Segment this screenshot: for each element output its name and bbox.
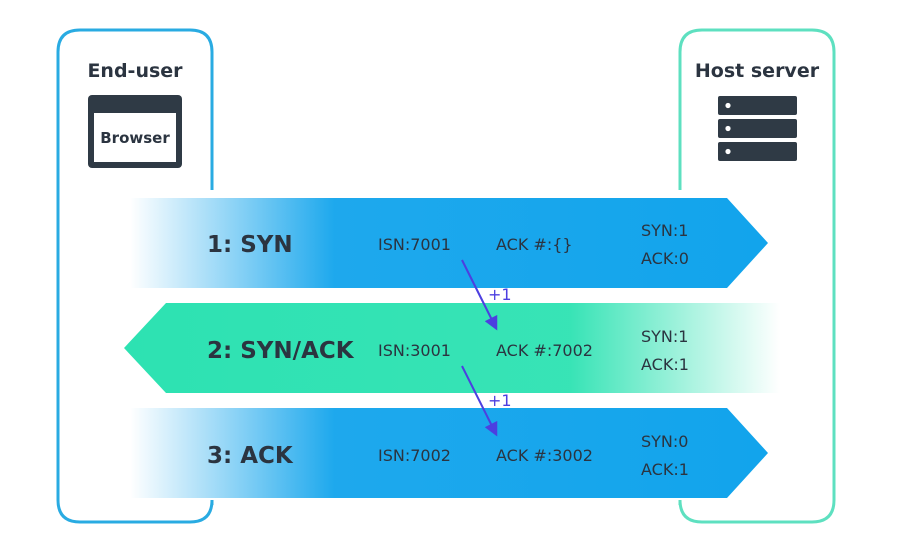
step-1-label: 1: SYN (207, 232, 293, 258)
step-1-ack-number: ACK #:{} (496, 235, 573, 254)
step-2-syn-ack-arrow: 2: SYN/ACK ISN:3001 ACK #:7002 SYN:1 ACK… (124, 303, 780, 393)
step-3-ack-flag: ACK:1 (641, 460, 689, 479)
step-3-ack-number: ACK #:3002 (496, 446, 593, 465)
step-2-label: 2: SYN/ACK (207, 338, 355, 364)
increment-label-1: +1 (488, 285, 512, 304)
server-rack-icon (718, 96, 797, 161)
step-3-ack-arrow: 3: ACK ISN:7002 ACK #:3002 SYN:0 ACK:1 (130, 408, 768, 498)
step-3-isn: ISN:7002 (378, 446, 451, 465)
step-2-ack-number: ACK #:7002 (496, 341, 593, 360)
server-panel-border (678, 28, 836, 524)
browser-icon: Browser (88, 95, 182, 168)
step-2-isn: ISN:3001 (378, 341, 451, 360)
step-1-syn-arrow: 1: SYN ISN:7001 ACK #:{} SYN:1 ACK:0 (130, 198, 768, 288)
client-title: End-user (87, 60, 183, 82)
increment-arrow-1: +1 (461, 259, 512, 331)
browser-label: Browser (100, 129, 170, 147)
step-1-isn: ISN:7001 (378, 235, 451, 254)
increment-arrow-2: +1 (461, 365, 512, 437)
step-2-syn-flag: SYN:1 (641, 327, 688, 346)
step-1-ack-flag: ACK:0 (641, 249, 689, 268)
step-3-label: 3: ACK (207, 443, 294, 469)
increment-label-2: +1 (488, 391, 512, 410)
step-3-syn-flag: SYN:0 (641, 432, 688, 451)
server-title: Host server (695, 60, 820, 82)
client-panel-border (56, 28, 214, 524)
step-2-ack-flag: ACK:1 (641, 355, 689, 374)
step-1-syn-flag: SYN:1 (641, 221, 688, 240)
